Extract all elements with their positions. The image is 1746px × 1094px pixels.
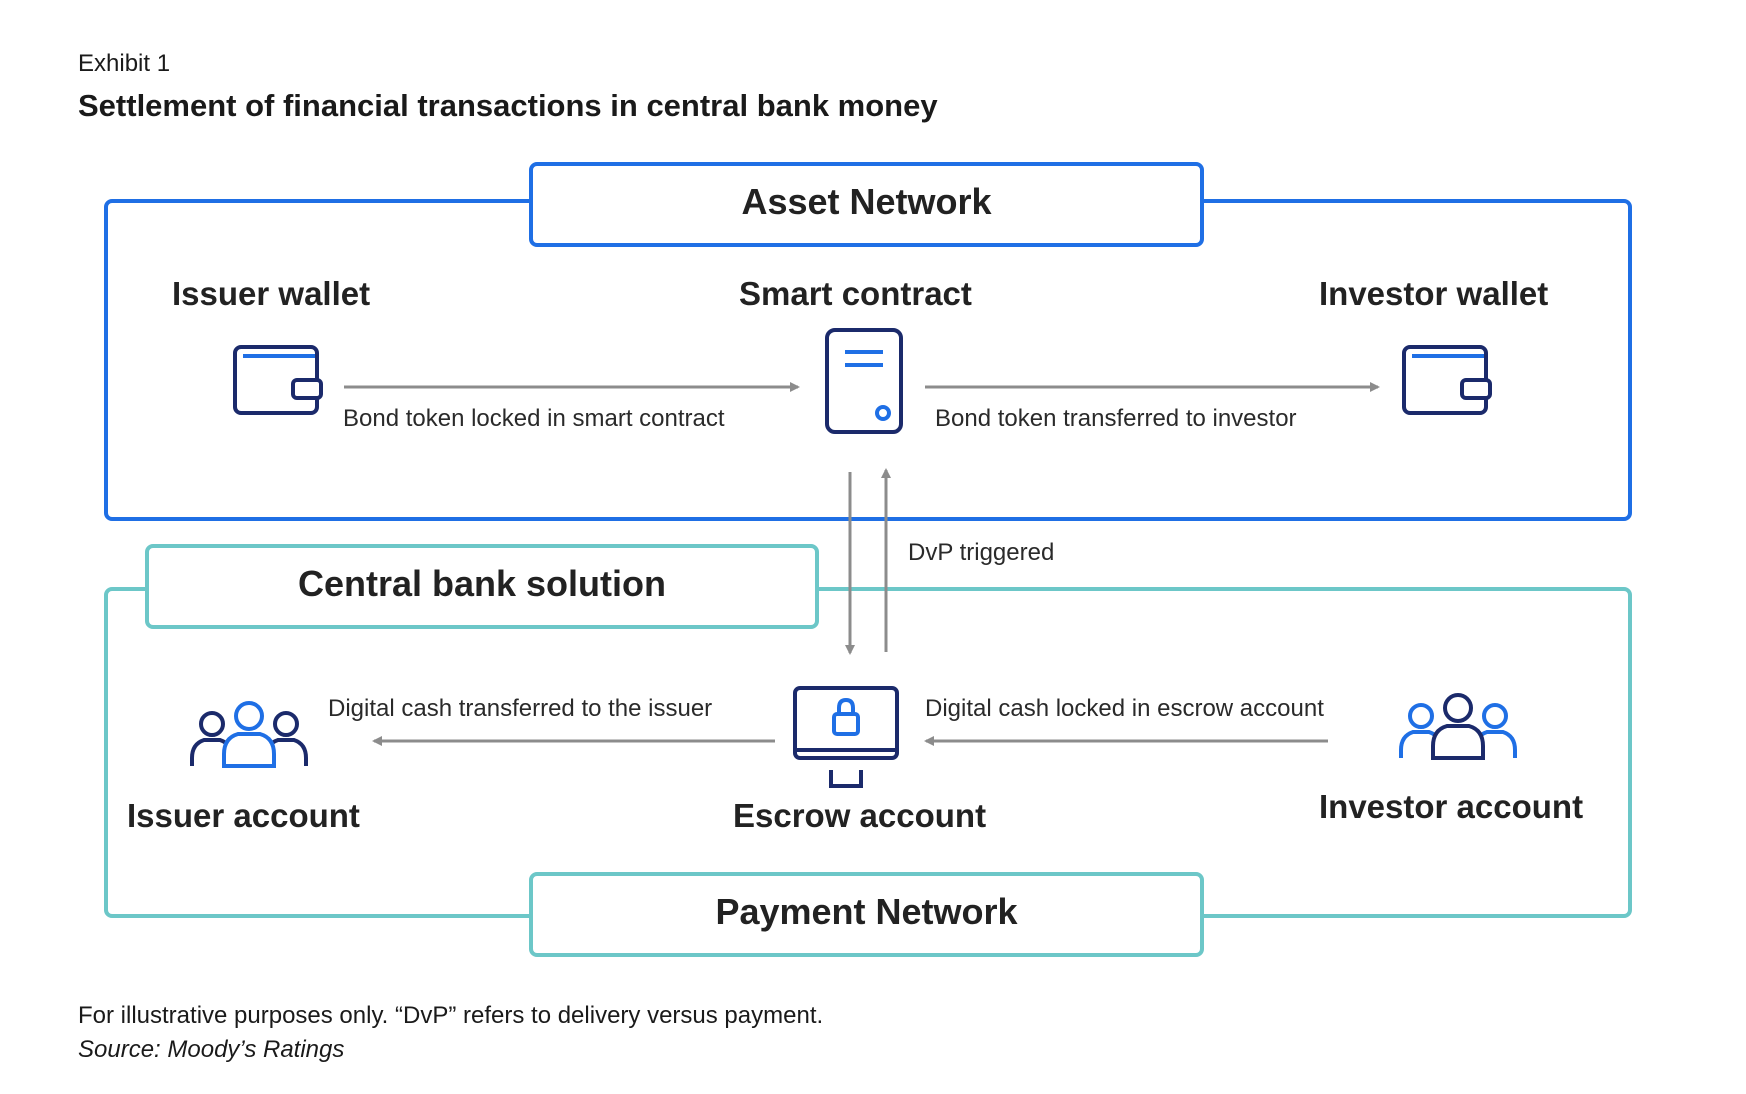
asset-network-frame <box>104 199 1632 521</box>
dvp-triggered-label: DvP triggered <box>908 539 1055 566</box>
monitor-lock-icon <box>793 686 899 788</box>
smart-contract-label: Smart contract <box>739 275 972 312</box>
asset-network-title: Asset Network <box>741 181 992 222</box>
asset-network-title-box <box>529 162 1204 247</box>
central-bank-solution-box <box>145 544 819 629</box>
payment-network-title: Payment Network <box>715 891 1018 932</box>
figure-title: Settlement of financial transactions in … <box>78 88 938 123</box>
exhibit-number: Exhibit 1 <box>78 50 171 77</box>
escrow-account-label: Escrow account <box>733 797 987 834</box>
wallet-icon <box>233 345 323 415</box>
users-icon <box>190 701 308 768</box>
footnote: For illustrative purposes only. “DvP” re… <box>78 1002 824 1029</box>
central-bank-solution-title: Central bank solution <box>297 563 667 604</box>
investor-wallet-label: Investor wallet <box>1319 275 1549 312</box>
users-icon <box>1399 693 1517 760</box>
source-note: Source: Moody’s Ratings <box>78 1036 345 1063</box>
flow-cash-to-issuer-label: Digital cash transferred to the issuer <box>328 695 713 722</box>
wallet-icon <box>1402 345 1492 415</box>
issuer-account-label: Issuer account <box>127 797 360 834</box>
flow-bond-locked-label: Bond token locked in smart contract <box>343 405 725 432</box>
server-icon <box>825 328 903 434</box>
flow-bond-transferred-label: Bond token transferred to investor <box>935 405 1297 432</box>
issuer-wallet-label: Issuer wallet <box>172 275 371 312</box>
flow-cash-locked-label: Digital cash locked in escrow account <box>925 695 1324 722</box>
payment-network-title-box <box>529 872 1204 957</box>
investor-account-label: Investor account <box>1319 788 1584 825</box>
